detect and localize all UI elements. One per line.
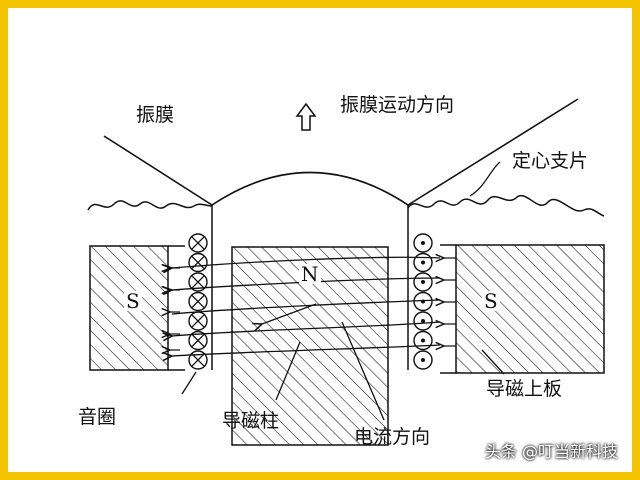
coil-winding-out-of-page [413, 252, 433, 273]
speaker-diagram [87, 98, 605, 446]
label-current-direction: 电流方向 [354, 426, 431, 448]
pole-label-north: N [299, 262, 321, 286]
spider-left-wave [87, 200, 213, 211]
pole-label-south-right: S [482, 289, 500, 313]
coil-winding-into-page [188, 272, 208, 292]
coil-winding-out-of-page [413, 272, 433, 292]
left-flux-arrows [170, 268, 180, 350]
label-diaphragm: 振膜 [136, 104, 175, 126]
coil-winding-out-of-page [413, 291, 433, 312]
diaphragm-right-line [407, 98, 579, 206]
label-pole-piece: 导磁柱 [222, 410, 280, 432]
coil-winding-out-of-page [413, 233, 433, 253]
diagram-frame: N S S 振膜 振膜运动方向 定心支片 音圈 导磁柱 电流方向 导磁上板 头条… [8, 8, 632, 472]
coil-winding-into-page [188, 311, 208, 331]
left-coil [188, 233, 208, 370]
dust-cap [211, 171, 409, 206]
label-motion-direction: 振膜运动方向 [340, 94, 455, 116]
coil-winding-into-page [188, 233, 208, 253]
up-arrow-icon [295, 102, 317, 131]
diaphragm-left-line [103, 135, 213, 206]
coil-winding-into-page [188, 252, 208, 273]
spider-right-wave [407, 195, 605, 217]
right-coil [413, 233, 433, 370]
coil-winding-out-of-page [413, 350, 433, 370]
right-flux-arrows [444, 258, 456, 346]
right-magnet [440, 244, 605, 374]
coil-winding-into-page [188, 350, 208, 370]
watermark: 头条 @叮当新科技 [484, 442, 618, 461]
coil-winding-into-page [188, 291, 208, 312]
label-voice-coil: 音圈 [78, 406, 117, 428]
coil-winding-out-of-page [413, 311, 433, 331]
label-top-plate: 导磁上板 [486, 378, 563, 400]
coil-winding-out-of-page [413, 330, 433, 351]
label-spider: 定心支片 [512, 150, 589, 172]
pole-label-south-left: S [124, 289, 142, 313]
leader-lines [181, 161, 505, 421]
coil-winding-into-page [188, 330, 208, 351]
